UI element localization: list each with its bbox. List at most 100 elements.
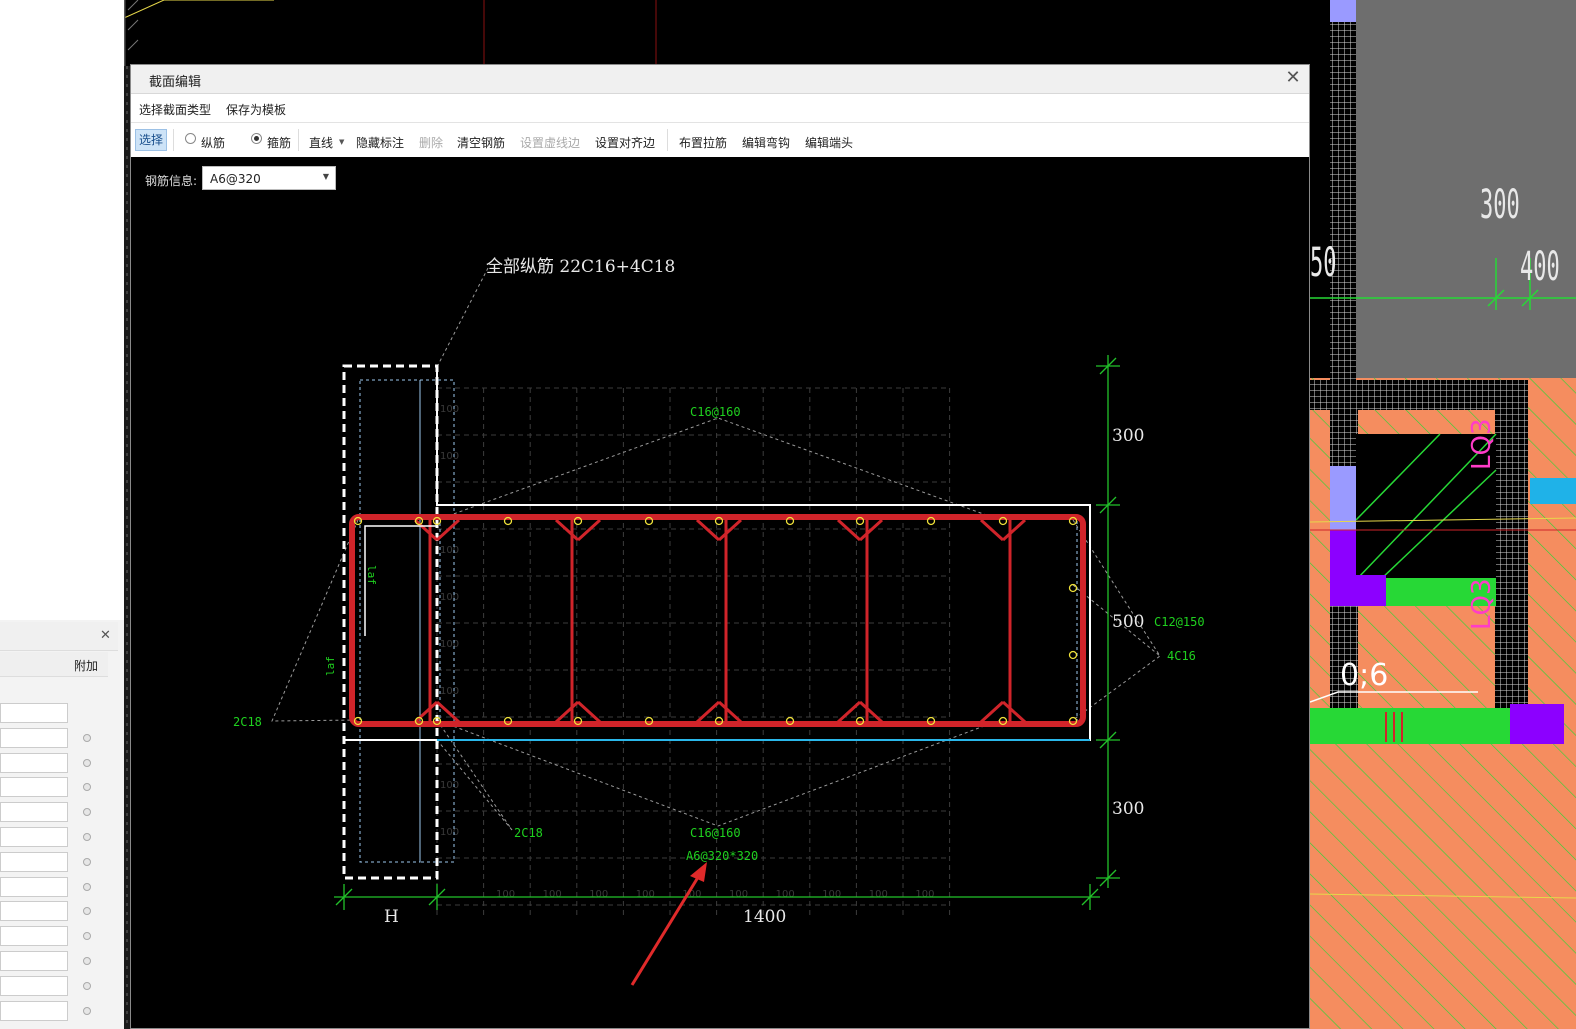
- rebar-dot[interactable]: [855, 516, 865, 526]
- rebar-dot[interactable]: [1068, 583, 1078, 593]
- rebar-dot[interactable]: [714, 516, 724, 526]
- dim-length-text: 1400: [743, 907, 786, 927]
- hook-line: [576, 518, 602, 542]
- side-panel-row[interactable]: [0, 703, 68, 723]
- stirrup-radio[interactable]: [251, 133, 262, 144]
- side-panel-row[interactable]: [0, 975, 68, 996]
- rebar-dot[interactable]: [503, 516, 513, 526]
- rebar-dot[interactable]: [353, 516, 363, 526]
- right-label-lq3-top: LQ3: [1467, 419, 1497, 471]
- hide-annotation-button[interactable]: 隐藏标注: [356, 136, 405, 150]
- hook-line: [717, 700, 743, 724]
- side-panel-row[interactable]: [0, 752, 68, 773]
- rebar-dot[interactable]: [644, 516, 654, 526]
- grid-tick-label: 100: [440, 404, 459, 415]
- side-panel-row[interactable]: [0, 777, 68, 798]
- main-stirrup[interactable]: [349, 514, 1086, 727]
- row-radio-icon[interactable]: [83, 733, 91, 742]
- dialog-titlebar[interactable]: 截面编辑 ✕: [131, 65, 1309, 94]
- rebar-dot[interactable]: [926, 516, 936, 526]
- grid-tick-label: 100: [729, 889, 748, 900]
- delete-button[interactable]: 删除: [419, 136, 444, 150]
- grid-tick-label: 100: [915, 889, 934, 900]
- grid-tick-label: 100: [440, 686, 459, 697]
- stirrup-label[interactable]: 箍筋: [267, 136, 292, 150]
- rebar-dot[interactable]: [353, 716, 363, 726]
- rebar-dot[interactable]: [414, 516, 424, 526]
- place-tie-button[interactable]: 布置拉筋: [679, 136, 728, 150]
- longitudinal-label[interactable]: 纵筋: [201, 136, 226, 150]
- rebar-info-label: 钢筋信息:: [145, 174, 198, 188]
- rebar-dot[interactable]: [573, 716, 583, 726]
- stirrup-spec-label: A6@320*320: [686, 849, 758, 863]
- rebar-dot[interactable]: [785, 516, 795, 526]
- row-radio-icon[interactable]: [83, 783, 91, 792]
- rebar-dot[interactable]: [714, 716, 724, 726]
- chevron-down-icon[interactable]: ▼: [339, 138, 345, 146]
- rebar-info-select[interactable]: A6@320 ▼: [202, 166, 336, 190]
- rebar-dot[interactable]: [432, 716, 442, 726]
- edit-hook-button[interactable]: 编辑弯钩: [742, 136, 791, 150]
- side-panel-row[interactable]: [0, 851, 68, 872]
- rebar-dot[interactable]: [785, 716, 795, 726]
- longitudinal-bars[interactable]: [353, 516, 1078, 726]
- rebar-dot[interactable]: [1068, 516, 1078, 526]
- set-dashed-edge-button[interactable]: 设置虚线边: [520, 136, 581, 150]
- row-radio-icon[interactable]: [83, 833, 91, 841]
- right-dim-400: 400: [1520, 243, 1560, 290]
- tie-bars[interactable]: [413, 518, 1027, 724]
- rebar-dot[interactable]: [573, 516, 583, 526]
- row-radio-icon[interactable]: [83, 857, 91, 866]
- right-dim-300: 300: [1480, 181, 1520, 228]
- hook-line: [435, 518, 461, 542]
- menu-select-section-type[interactable]: 选择截面类型: [139, 103, 212, 117]
- row-radio-icon[interactable]: [83, 758, 91, 767]
- menu-save-as-template[interactable]: 保存为模板: [226, 103, 287, 117]
- grid-tick-label: 100: [776, 889, 795, 900]
- row-radio-icon[interactable]: [83, 1006, 91, 1015]
- row-radio-icon[interactable]: [83, 932, 91, 941]
- side-panel-row[interactable]: [0, 827, 68, 847]
- rebar-dot[interactable]: [855, 716, 865, 726]
- row-radio-icon[interactable]: [83, 981, 91, 990]
- close-icon[interactable]: ✕: [1285, 67, 1301, 88]
- grid-tick-label: 100: [440, 639, 459, 650]
- grid-tick-label: 100: [589, 889, 608, 900]
- set-align-edge-button[interactable]: 设置对齐边: [595, 136, 656, 150]
- side-panel-row[interactable]: [0, 802, 68, 823]
- side-panel-row[interactable]: [0, 727, 68, 748]
- rebar-dot[interactable]: [503, 716, 513, 726]
- end-bar-label: 4C16: [1167, 649, 1196, 663]
- hook-line: [858, 700, 884, 724]
- rebar-dot[interactable]: [998, 716, 1008, 726]
- longitudinal-radio[interactable]: [185, 133, 196, 144]
- side-panel-row[interactable]: [0, 901, 68, 922]
- toolbar-separator: [298, 129, 299, 151]
- side-panel-close-icon[interactable]: ✕: [100, 628, 111, 643]
- side-panel-row[interactable]: [0, 1000, 68, 1021]
- row-radio-icon[interactable]: [83, 882, 91, 891]
- dimension-lines: [334, 355, 1120, 910]
- rebar-dot[interactable]: [432, 516, 442, 526]
- side-panel-row[interactable]: [0, 926, 68, 947]
- row-radio-icon[interactable]: [83, 907, 91, 916]
- rebar-dot[interactable]: [1068, 716, 1078, 726]
- clear-rebar-button[interactable]: 清空钢筋: [457, 136, 506, 150]
- rebar-dot[interactable]: [414, 716, 424, 726]
- side-panel-row[interactable]: [0, 951, 68, 971]
- cad-left-strip: [124, 66, 131, 1029]
- rebar-dot[interactable]: [926, 716, 936, 726]
- row-radio-icon[interactable]: [83, 957, 91, 965]
- line-dropdown-button[interactable]: 直线: [309, 136, 334, 150]
- edit-end-button[interactable]: 编辑端头: [805, 136, 854, 150]
- row-radio-icon[interactable]: [83, 808, 91, 817]
- grid-tick-label: 100: [440, 827, 459, 838]
- rebar-dot[interactable]: [644, 716, 654, 726]
- rebar-dot[interactable]: [998, 516, 1008, 526]
- reference-grid: [436, 387, 951, 918]
- flange-bar-label-bottom: 2C18: [514, 826, 543, 840]
- side-panel-row[interactable]: [0, 876, 68, 897]
- select-button[interactable]: 选择: [135, 129, 167, 151]
- rebar-dot[interactable]: [1068, 650, 1078, 660]
